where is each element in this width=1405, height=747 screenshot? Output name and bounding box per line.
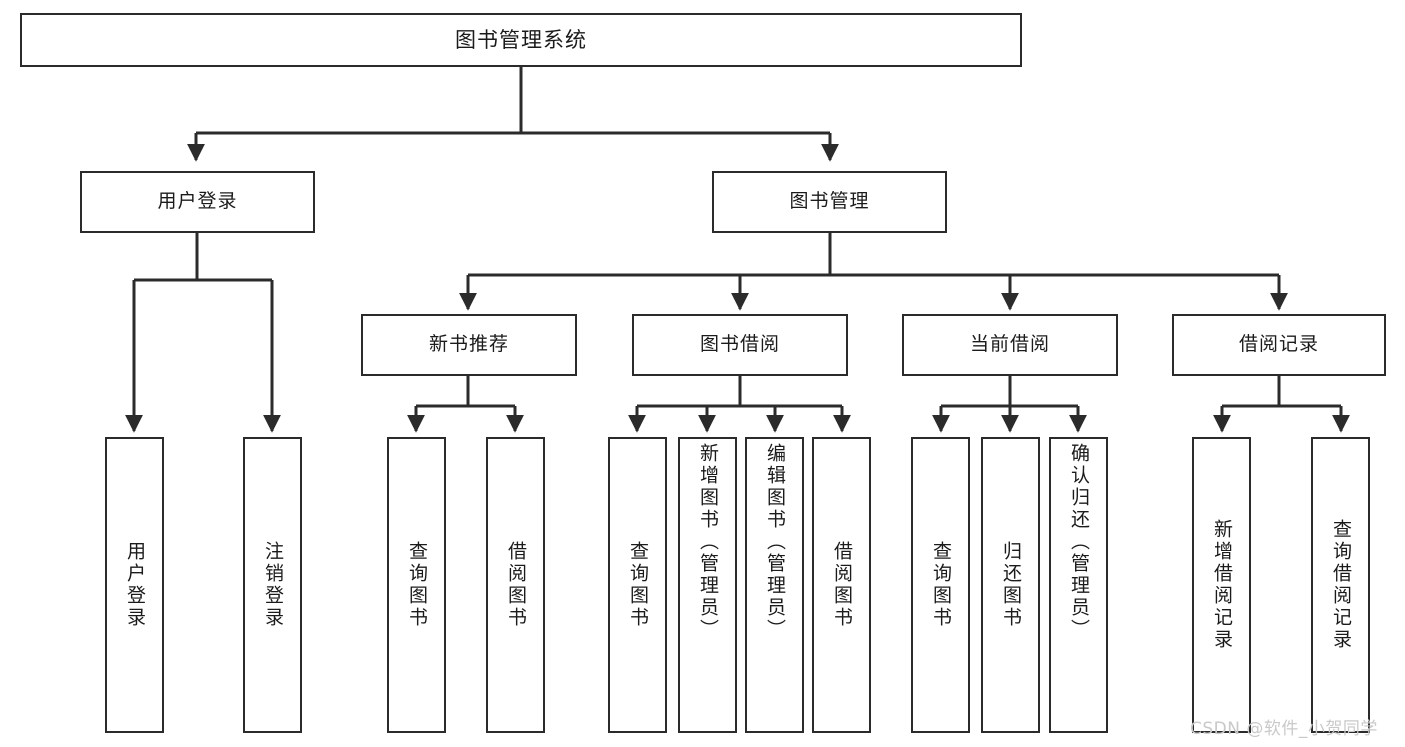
node-user-login-label: 用户登录 — [157, 190, 238, 213]
leaf-user-login[interactable]: 用户登录 — [105, 437, 164, 733]
node-book-borrow[interactable]: 图书借阅 — [632, 314, 848, 376]
leaf-recommend-query-book[interactable]: 查询图书 — [387, 437, 446, 733]
leaf-user-logout-label: 注销登录 — [262, 541, 284, 629]
csdn-watermark: CSDN @软件_小贺同学 — [1190, 719, 1378, 739]
node-current-borrow[interactable]: 当前借阅 — [902, 314, 1118, 376]
leaf-borrow-edit-book[interactable]: 编辑图书（管理员） — [745, 437, 804, 733]
node-book-management-label: 图书管理 — [789, 190, 870, 213]
leaf-recommend-borrow-book[interactable]: 借阅图书 — [486, 437, 545, 733]
node-user-login[interactable]: 用户登录 — [80, 171, 315, 233]
node-new-book-recommend-label: 新书推荐 — [428, 333, 509, 356]
leaf-current-query-book[interactable]: 查询图书 — [911, 437, 970, 733]
leaf-borrow-edit-book-label: 编辑图书（管理员） — [764, 443, 786, 641]
leaf-current-return-book[interactable]: 归还图书 — [981, 437, 1040, 733]
leaf-user-login-label: 用户登录 — [124, 541, 146, 629]
node-root[interactable]: 图书管理系统 — [20, 13, 1022, 67]
leaf-borrow-add-book[interactable]: 新增图书（管理员） — [678, 437, 737, 733]
leaf-borrow-borrow-book-label: 借阅图书 — [831, 541, 853, 629]
node-current-borrow-label: 当前借阅 — [969, 333, 1050, 356]
leaf-record-add[interactable]: 新增借阅记录 — [1192, 437, 1251, 733]
leaf-current-confirm-return[interactable]: 确认归还（管理员） — [1049, 437, 1108, 733]
leaf-current-query-book-label: 查询图书 — [930, 541, 952, 629]
leaf-borrow-add-book-label: 新增图书（管理员） — [697, 443, 719, 641]
leaf-record-query[interactable]: 查询借阅记录 — [1311, 437, 1370, 733]
node-borrow-record[interactable]: 借阅记录 — [1172, 314, 1386, 376]
node-book-borrow-label: 图书借阅 — [699, 333, 780, 356]
leaf-record-query-label: 查询借阅记录 — [1330, 519, 1352, 651]
node-new-book-recommend[interactable]: 新书推荐 — [361, 314, 577, 376]
leaf-recommend-borrow-book-label: 借阅图书 — [505, 541, 527, 629]
leaf-borrow-query-book[interactable]: 查询图书 — [608, 437, 667, 733]
leaf-borrow-borrow-book[interactable]: 借阅图书 — [812, 437, 871, 733]
leaf-current-confirm-return-label: 确认归还（管理员） — [1068, 443, 1090, 641]
leaf-borrow-query-book-label: 查询图书 — [627, 541, 649, 629]
leaf-record-add-label: 新增借阅记录 — [1211, 519, 1233, 651]
leaf-recommend-query-book-label: 查询图书 — [406, 541, 428, 629]
leaf-user-logout[interactable]: 注销登录 — [243, 437, 302, 733]
leaf-current-return-book-label: 归还图书 — [1000, 541, 1022, 629]
node-book-management[interactable]: 图书管理 — [712, 171, 947, 233]
node-borrow-record-label: 借阅记录 — [1238, 333, 1319, 356]
node-root-label: 图书管理系统 — [455, 27, 587, 52]
